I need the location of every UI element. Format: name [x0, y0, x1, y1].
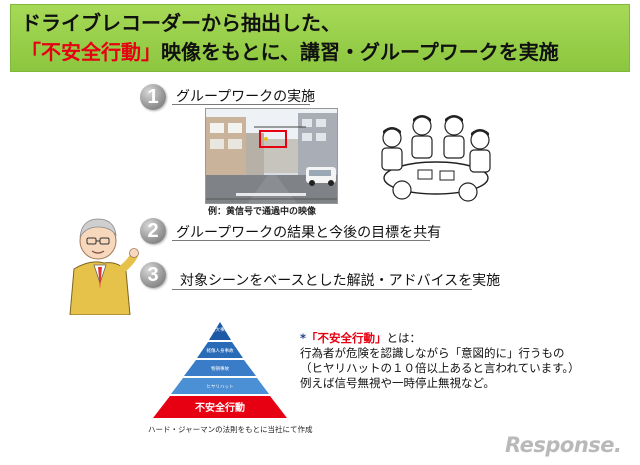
response-logo: Response.	[505, 433, 622, 457]
accident-pyramid: 重大事故 軽傷人身事故 物損事故 ヒヤリハット 不安全行動	[135, 320, 305, 420]
pyramid-level-2	[197, 342, 243, 358]
step-2-number: 2	[140, 218, 166, 244]
pyramid-caption: ハード・ジャーマンの法則をもとに当社にて作成	[148, 425, 313, 434]
presenter-illustration	[60, 205, 140, 316]
step-2-text: グループワークの結果と今後の目標を共有	[176, 225, 442, 241]
pyramid-label-1: 重大事故	[211, 326, 229, 333]
definition-suffix: とは：	[386, 331, 422, 345]
pyramid-level-4	[171, 378, 269, 394]
pyramid-level-5	[153, 396, 287, 418]
step-3-text: 対象シーンをベースとした解説・アドバイスを実施	[180, 273, 501, 289]
definition-line-3: 例えば信号無視や一時停止無視など。	[300, 376, 495, 390]
step-1-number: 1	[140, 84, 166, 110]
header-line-2-rest: 映像をもとに、講習・グループワークを実施	[161, 40, 559, 64]
header-banner: ドライブレコーダーから抽出した、 「不安全行動」映像をもとに、講習・グループワー…	[10, 4, 630, 72]
pyramid-label-5: 不安全行動	[195, 401, 245, 414]
step-1-underline	[172, 104, 310, 105]
definition-title: *「不安全行動」とは：	[300, 330, 630, 346]
dashcam-photo	[205, 108, 338, 204]
pyramid-label-3: 物損事故	[211, 365, 229, 372]
pyramid-level-3	[184, 360, 256, 376]
header-accent: 「不安全行動」	[21, 40, 161, 64]
definition-line-2: （ヒヤリハットの１０倍以上あると言われています。）	[300, 361, 580, 375]
step-3-underline	[172, 289, 472, 290]
definition-block: *「不安全行動」とは： 行為者が危険を認識しながら「意図的に」行うもの （ヒヤリ…	[300, 330, 630, 391]
pyramid-label-4: ヒヤリハット	[207, 384, 234, 390]
group-work-illustration	[370, 110, 500, 208]
step-3-number: 3	[140, 262, 166, 288]
step-2-underline	[172, 240, 430, 241]
pyramid-level-1	[209, 322, 231, 340]
header-line-1: ドライブレコーダーから抽出した、	[21, 11, 341, 35]
photo-caption: 例：黄信号で通過中の映像	[208, 207, 317, 217]
definition-prefix: *	[300, 331, 307, 345]
definition-line-1: 行為者が危険を認識しながら「意図的に」行うもの	[300, 346, 565, 360]
step-1-text: グループワークの実施	[176, 89, 316, 105]
definition-term: 「不安全行動」	[306, 331, 387, 345]
pyramid-label-2: 軽傷人身事故	[207, 347, 234, 354]
header-line-2: 「不安全行動」映像をもとに、講習・グループワークを実施	[21, 37, 619, 67]
